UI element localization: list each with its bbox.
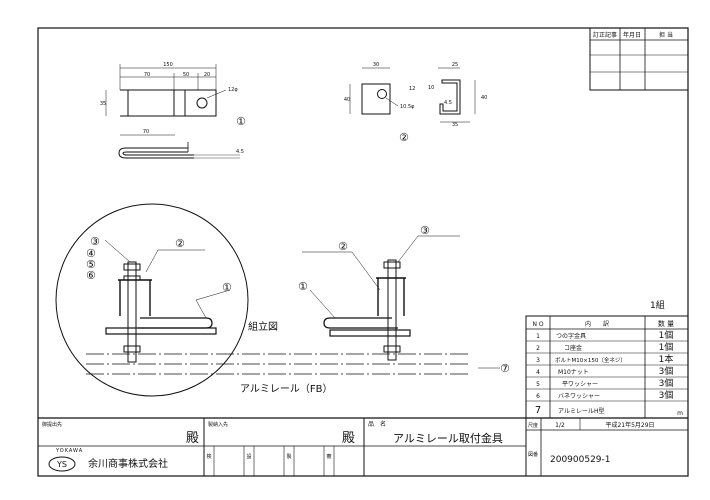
parts-row-no: 5	[536, 381, 540, 388]
part1-side-view: 70 4.5	[118, 129, 244, 159]
approval-label-inspect: 検	[206, 453, 211, 460]
drawing-date: 平成21年5月29日	[605, 421, 654, 429]
part1-dim-hole: 12φ	[228, 87, 238, 93]
parts-row-name: アルミレールH型	[558, 407, 604, 415]
submit-to-label: 御提出先	[42, 421, 62, 428]
parts-row-qty: 3個	[659, 377, 674, 389]
drawing-no: 200900529-1	[550, 455, 611, 465]
quantity-note: 1組	[650, 299, 665, 311]
approval-label-review: 審	[326, 453, 331, 460]
scale-label: 尺度	[528, 422, 538, 429]
parts-row-name: ボルトM10×150（全ネジ）	[555, 356, 626, 364]
parts-row-qty: m	[677, 410, 683, 417]
revision-header-person: 担 当	[659, 31, 673, 39]
part2-dim-side-h: 40	[481, 95, 487, 101]
company-logo	[48, 456, 76, 472]
parts-row-name: 平ワッシャー	[562, 381, 598, 388]
product-name: アルミレール取付金具	[393, 431, 503, 445]
scale-value: 1/2	[555, 422, 565, 429]
parts-row-no: 1	[536, 333, 540, 340]
parts-header-no: N O	[532, 321, 543, 328]
parts-list: 1組 N O 内 訳 数 量 1 つの字金具 1個 2 コ座金 1個 3 ボルト…	[525, 299, 689, 419]
rail-label: アルミレール（FB）	[240, 383, 333, 395]
part1-dim-seg-right: 20	[204, 72, 210, 78]
manufacturer-suffix: 殿	[342, 431, 355, 446]
parts-row-qty: 1個	[659, 329, 674, 341]
assembly-left-callout-3: ③	[90, 235, 100, 248]
assembly-right: ② ③ ①	[298, 224, 460, 361]
assembly-title: 組立図	[248, 320, 278, 333]
assembly-detail-circle	[55, 203, 249, 397]
assembly-right-callout-2: ②	[338, 240, 348, 253]
assembly-right-callout-3: ③	[420, 224, 430, 237]
parts-header-name: 内 訳	[585, 320, 609, 328]
parts-row-qty: 3個	[659, 389, 674, 401]
company-logo-text: YS	[56, 460, 67, 469]
parts-row-name: バネワッシャー	[558, 393, 600, 400]
part2-views: 30 10.5φ 40 12 ② 25 40 4.5 10 35	[344, 62, 488, 144]
revision-header-note: 訂正記事	[593, 31, 617, 39]
approval-label-design: 設	[246, 453, 251, 460]
part2-dim-side-w: 25	[452, 62, 458, 68]
company-roman: YOKAWA	[55, 448, 83, 454]
part2-dim-inner: 4.5	[444, 100, 452, 106]
parts-row-qty: 1個	[659, 341, 674, 353]
part1-dim-bend-len: 70	[143, 129, 149, 135]
parts-header-qty: 数 量	[658, 319, 674, 328]
parts-row-no: 6	[536, 393, 540, 400]
assembly-right-callout-1: ①	[298, 280, 308, 293]
part1-dim-seg-left: 70	[144, 72, 150, 78]
drawing-no-label: 図番	[528, 451, 538, 458]
part2-dim-base: 35	[452, 122, 458, 128]
manufacturer-label: 製納入先	[208, 421, 228, 428]
title-block: 御提出先 殿 製納入先 殿 品 名 アルミレール取付金具 尺度 1/2 平成21…	[38, 417, 688, 476]
rail-marker: ⑦	[500, 362, 510, 375]
parts-row-name: M10ナット	[558, 369, 589, 376]
assembly-left-callout-6: ⑥	[86, 269, 96, 282]
part2-dim-lip: 10	[428, 85, 434, 91]
part2-dim-width: 30	[373, 62, 379, 68]
parts-row-no: 2	[536, 345, 540, 352]
product-label: 品 名	[368, 420, 386, 428]
parts-row-no: 7	[535, 405, 541, 416]
revision-table: 訂正記事 年月日 担 当	[589, 27, 689, 91]
part1-dim-seg-mid: 50	[183, 72, 189, 78]
assembly-left-callout-2: ②	[175, 237, 185, 250]
submit-to-suffix: 殿	[186, 431, 199, 446]
parts-row-qty: 1本	[659, 353, 674, 365]
parts-row-no: 4	[536, 369, 540, 376]
drawing-border	[37, 27, 689, 477]
assembly-left-callout-4: ④	[86, 247, 96, 260]
revision-header-date: 年月日	[623, 31, 641, 39]
part1-dim-overall: 150	[163, 62, 173, 68]
parts-row-no: 3	[536, 357, 540, 364]
assembly-left-callout-5: ⑤	[86, 258, 96, 271]
part2-dim-hole: 10.5φ	[400, 104, 415, 110]
part1-marker: ①	[236, 115, 246, 128]
part1-dim-thick: 4.5	[236, 149, 244, 155]
part2-marker: ②	[399, 131, 409, 144]
assembly-left-callout-1: ①	[222, 281, 232, 294]
parts-row-name: つの字金具	[556, 332, 586, 340]
approval-label-draft: 製	[286, 453, 291, 460]
part1-top-view: 150 70 50 20 12φ 35 ①	[100, 62, 246, 128]
aluminum-rail: ⑦ アルミレール（FB）	[86, 353, 510, 395]
parts-row-name: コ座金	[564, 344, 582, 352]
parts-row-qty: 3個	[659, 365, 674, 377]
company-name: 余川商事株式会社	[88, 457, 168, 470]
assembly-left: ③ ④ ⑤ ⑥ ② ① 組立図	[55, 203, 278, 397]
part1-dim-height: 35	[100, 101, 106, 107]
part2-dim-height: 40	[344, 97, 350, 103]
part2-dim-small: 12	[409, 86, 415, 92]
